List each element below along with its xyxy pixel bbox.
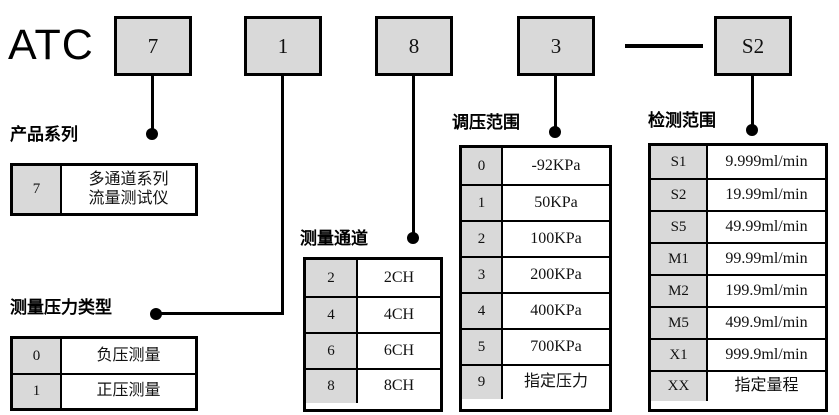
table-pressure-type: 0 负压测量 1 正压测量 <box>10 336 198 411</box>
option-code: 0 <box>462 148 503 184</box>
caption-pressure-range: 调压范围 <box>452 113 520 132</box>
option-code: 4 <box>306 298 358 332</box>
option-description: 多通道系列 流量测试仪 <box>62 166 195 213</box>
connector-dot-pressure-type <box>150 308 162 320</box>
option-code: 7 <box>13 166 62 213</box>
table-row[interactable]: 0 负压测量 <box>13 339 195 373</box>
table-row[interactable]: 3 200KPa <box>462 256 609 292</box>
connector-dot-product-series <box>146 128 158 140</box>
table-detection-range: S1 9.999ml/min S2 19.99ml/min S5 49.99ml… <box>648 143 828 412</box>
separator-dash <box>625 44 703 48</box>
table-row[interactable]: S5 49.99ml/min <box>651 210 825 242</box>
option-description: 199.9ml/min <box>708 276 825 306</box>
table-channels: 2 2CH 4 4CH 6 6CH 8 8CH <box>303 257 443 412</box>
option-code: 2 <box>462 222 503 256</box>
option-description: 49.99ml/min <box>708 212 825 242</box>
option-description: 700KPa <box>503 330 609 364</box>
table-row[interactable]: S2 19.99ml/min <box>651 178 825 210</box>
table-row[interactable]: 1 正压测量 <box>13 373 195 408</box>
table-row[interactable]: S1 9.999ml/min <box>651 146 825 178</box>
option-code: X1 <box>651 340 708 370</box>
caption-detection-range: 检测范围 <box>648 111 716 130</box>
option-description: 2CH <box>358 260 440 296</box>
table-row[interactable]: 4 4CH <box>306 296 440 332</box>
table-row[interactable]: M1 99.99ml/min <box>651 242 825 274</box>
connector-line-product-series <box>151 76 154 134</box>
option-code: S1 <box>651 146 708 178</box>
table-pressure-range: 0 -92KPa 1 50KPa 2 100KPa 3 200KPa 4 400… <box>459 145 612 412</box>
code-box-pressure-type[interactable]: 1 <box>244 16 322 76</box>
table-row[interactable]: 2 100KPa <box>462 220 609 256</box>
table-row[interactable]: 4 400KPa <box>462 292 609 328</box>
option-code: M2 <box>651 276 708 306</box>
table-row[interactable]: 5 700KPa <box>462 328 609 364</box>
option-code: 9 <box>462 366 503 399</box>
caption-channels: 测量通道 <box>300 229 368 248</box>
code-box-pressure-range[interactable]: 3 <box>517 16 595 76</box>
option-description: 6CH <box>358 334 440 368</box>
option-code: S2 <box>651 180 708 210</box>
option-description: 9.999ml/min <box>708 146 825 178</box>
option-description: 指定压力 <box>503 366 609 399</box>
code-box-product-series[interactable]: 7 <box>114 16 192 76</box>
option-description: 负压测量 <box>62 339 195 373</box>
brand-label: ATC <box>8 21 94 69</box>
option-description: 8CH <box>358 370 440 403</box>
option-description: 200KPa <box>503 258 609 292</box>
table-row[interactable]: 0 -92KPa <box>462 148 609 184</box>
option-code: 0 <box>13 339 62 373</box>
option-code: XX <box>651 372 708 401</box>
table-row[interactable]: M5 499.9ml/min <box>651 306 825 338</box>
connector-line-pressure-type-vertical <box>281 76 284 315</box>
option-code: M1 <box>651 244 708 274</box>
option-code: 5 <box>462 330 503 364</box>
option-code: S5 <box>651 212 708 242</box>
table-row[interactable]: 9 指定压力 <box>462 364 609 399</box>
option-description: 100KPa <box>503 222 609 256</box>
option-code: 8 <box>306 370 358 403</box>
code-box-channels[interactable]: 8 <box>375 16 453 76</box>
caption-product-series: 产品系列 <box>10 125 78 144</box>
option-code: 3 <box>462 258 503 292</box>
table-row[interactable]: 7 多通道系列 流量测试仪 <box>13 166 195 213</box>
table-row[interactable]: M2 199.9ml/min <box>651 274 825 306</box>
option-description: 499.9ml/min <box>708 308 825 338</box>
option-code: 6 <box>306 334 358 368</box>
option-code: 1 <box>13 375 62 408</box>
option-code: M5 <box>651 308 708 338</box>
table-row[interactable]: 2 2CH <box>306 260 440 296</box>
table-product-series: 7 多通道系列 流量测试仪 <box>10 163 198 216</box>
connector-line-pressure-type-horizontal <box>158 312 284 315</box>
table-row[interactable]: X1 999.9ml/min <box>651 338 825 370</box>
option-description: 400KPa <box>503 294 609 328</box>
connector-line-channels <box>412 76 415 238</box>
connector-dot-pressure-range <box>549 126 561 138</box>
table-row[interactable]: 8 8CH <box>306 368 440 403</box>
connector-dot-detection-range <box>746 124 758 136</box>
option-code: 2 <box>306 260 358 296</box>
option-description: 指定量程 <box>708 372 825 401</box>
option-code: 4 <box>462 294 503 328</box>
option-description: 正压测量 <box>62 375 195 408</box>
connector-line-pressure-range <box>554 76 557 132</box>
option-code: 1 <box>462 186 503 220</box>
option-description: 19.99ml/min <box>708 180 825 210</box>
connector-line-detection-range <box>751 76 754 130</box>
option-description: 99.99ml/min <box>708 244 825 274</box>
connector-dot-channels <box>407 232 419 244</box>
caption-pressure-type: 测量压力类型 <box>10 298 112 317</box>
option-description: 999.9ml/min <box>708 340 825 370</box>
table-row[interactable]: 6 6CH <box>306 332 440 368</box>
table-row[interactable]: XX 指定量程 <box>651 370 825 401</box>
code-box-detection-range[interactable]: S2 <box>714 16 792 76</box>
option-description: -92KPa <box>503 148 609 184</box>
table-row[interactable]: 1 50KPa <box>462 184 609 220</box>
option-description: 50KPa <box>503 186 609 220</box>
option-description: 4CH <box>358 298 440 332</box>
